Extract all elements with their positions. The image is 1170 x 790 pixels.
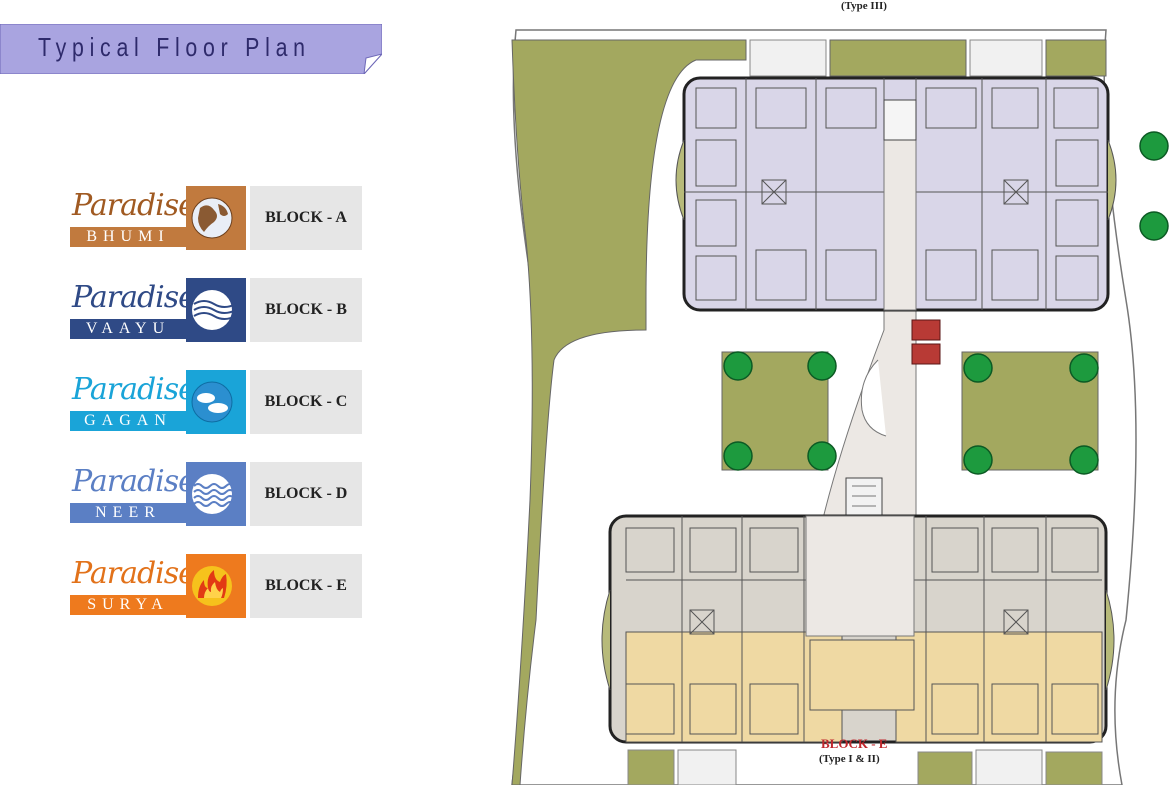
globe-icon — [186, 186, 246, 250]
water-waves-icon — [186, 462, 246, 526]
logo-sub-text: VAAYU — [70, 319, 186, 339]
block-a-label: BLOCK - A — [250, 186, 362, 250]
logo-brand-text: Paradise — [72, 556, 196, 591]
paradise-gagan-logo: Paradise GAGAN — [70, 370, 246, 434]
block-b-label: BLOCK - B — [250, 278, 362, 342]
logo-sub-text: SURYA — [70, 595, 186, 615]
block-e-row[interactable]: Paradise SURYA BLOCK - E — [70, 554, 362, 618]
page-title: Typical Floor Plan — [38, 32, 311, 62]
logo-sub-text: BHUMI — [70, 227, 186, 247]
block-list: Paradise BHUMI BLOCK - A Paradise VAAYU — [70, 186, 362, 646]
logo-sub-text: NEER — [70, 503, 186, 523]
site-floor-plan: (Type III) BLOCK - E (Type I & II) — [486, 0, 1170, 786]
block-d-row[interactable]: Paradise NEER BLOCK - D — [70, 462, 362, 526]
title-ribbon: Typical Floor Plan — [0, 24, 382, 74]
paradise-surya-logo: Paradise SURYA — [70, 554, 246, 618]
block-d-label: BLOCK - D — [250, 462, 362, 526]
sky-clouds-icon — [186, 370, 246, 434]
block-a-row[interactable]: Paradise BHUMI BLOCK - A — [70, 186, 362, 250]
logo-brand-text: Paradise — [72, 188, 196, 223]
block-e-type-label: (Type I & II) — [819, 753, 880, 765]
logo-brand-text: Paradise — [72, 280, 196, 315]
block-b-row[interactable]: Paradise VAAYU BLOCK - B — [70, 278, 362, 342]
upper-block-type-label: (Type III) — [841, 0, 887, 12]
paradise-neer-logo: Paradise NEER — [70, 462, 246, 526]
logo-brand-text: Paradise — [72, 464, 196, 499]
floor-plan-drawing — [511, 29, 1169, 786]
logo-sub-text: GAGAN — [70, 411, 186, 431]
block-e-plan-label: BLOCK - E — [821, 736, 888, 751]
paradise-vaayu-logo: Paradise VAAYU — [70, 278, 246, 342]
fire-icon — [186, 554, 246, 618]
logo-brand-text: Paradise — [72, 372, 196, 407]
block-c-label: BLOCK - C — [250, 370, 362, 434]
paradise-bhumi-logo: Paradise BHUMI — [70, 186, 246, 250]
block-c-row[interactable]: Paradise GAGAN BLOCK - C — [70, 370, 362, 434]
wind-waves-icon — [186, 278, 246, 342]
block-e-label: BLOCK - E — [250, 554, 362, 618]
